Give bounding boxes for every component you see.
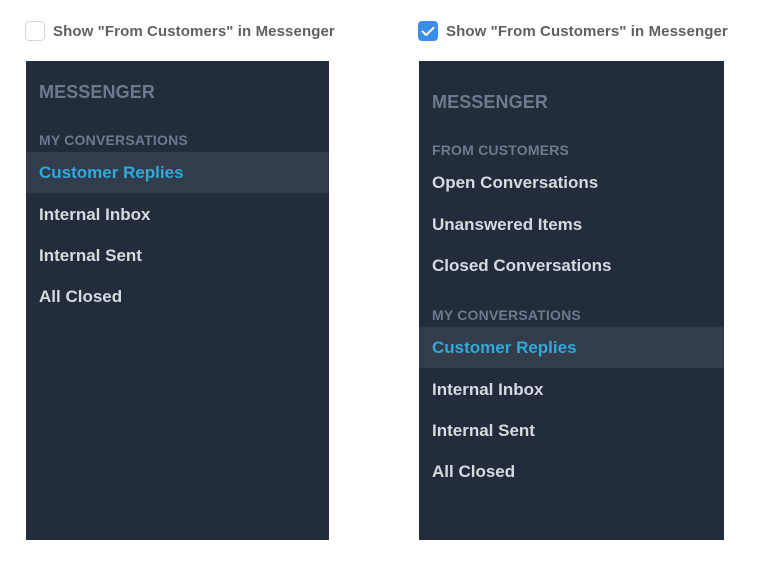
sidebar-item-all-closed[interactable]: All Closed: [39, 286, 123, 306]
sidebar-item-internal-inbox[interactable]: Internal Inbox: [39, 204, 151, 224]
sidebar-item-closed-conversations[interactable]: Closed Conversations: [432, 255, 612, 275]
toggle-label: Show "From Customers" in Messenger: [446, 22, 728, 40]
sidebar-item-customer-replies[interactable]: Customer Replies: [26, 152, 329, 193]
sidebar-item-internal-sent[interactable]: Internal Sent: [432, 420, 535, 440]
sidebar-item-customer-replies[interactable]: Customer Replies: [419, 327, 724, 368]
sidebar-item-unanswered-items[interactable]: Unanswered Items: [432, 214, 583, 234]
section-heading-my-conversations: MY CONVERSATIONS: [39, 132, 188, 148]
sidebar-item-internal-sent[interactable]: Internal Sent: [39, 245, 142, 265]
show-from-customers-toggle-right[interactable]: Show "From Customers" in Messenger: [418, 19, 728, 43]
sidebar-item-open-conversations[interactable]: Open Conversations: [432, 172, 599, 192]
checkmark-icon: [421, 26, 435, 36]
messenger-sidebar-right: MESSENGER FROM CUSTOMERS Open Conversati…: [419, 61, 724, 540]
show-from-customers-toggle-left[interactable]: Show "From Customers" in Messenger: [25, 19, 335, 43]
checkbox-checked[interactable]: [418, 21, 438, 41]
sidebar-title: MESSENGER: [39, 82, 155, 102]
section-heading-my-conversations: MY CONVERSATIONS: [432, 307, 581, 323]
section-heading-from-customers: FROM CUSTOMERS: [432, 142, 570, 158]
sidebar-item-internal-inbox[interactable]: Internal Inbox: [432, 379, 544, 399]
toggle-label: Show "From Customers" in Messenger: [53, 22, 335, 40]
sidebar-title: MESSENGER: [432, 92, 548, 112]
sidebar-item-all-closed[interactable]: All Closed: [432, 461, 516, 481]
messenger-sidebar-left: MESSENGER MY CONVERSATIONS Customer Repl…: [26, 61, 329, 540]
checkbox-unchecked[interactable]: [25, 21, 45, 41]
